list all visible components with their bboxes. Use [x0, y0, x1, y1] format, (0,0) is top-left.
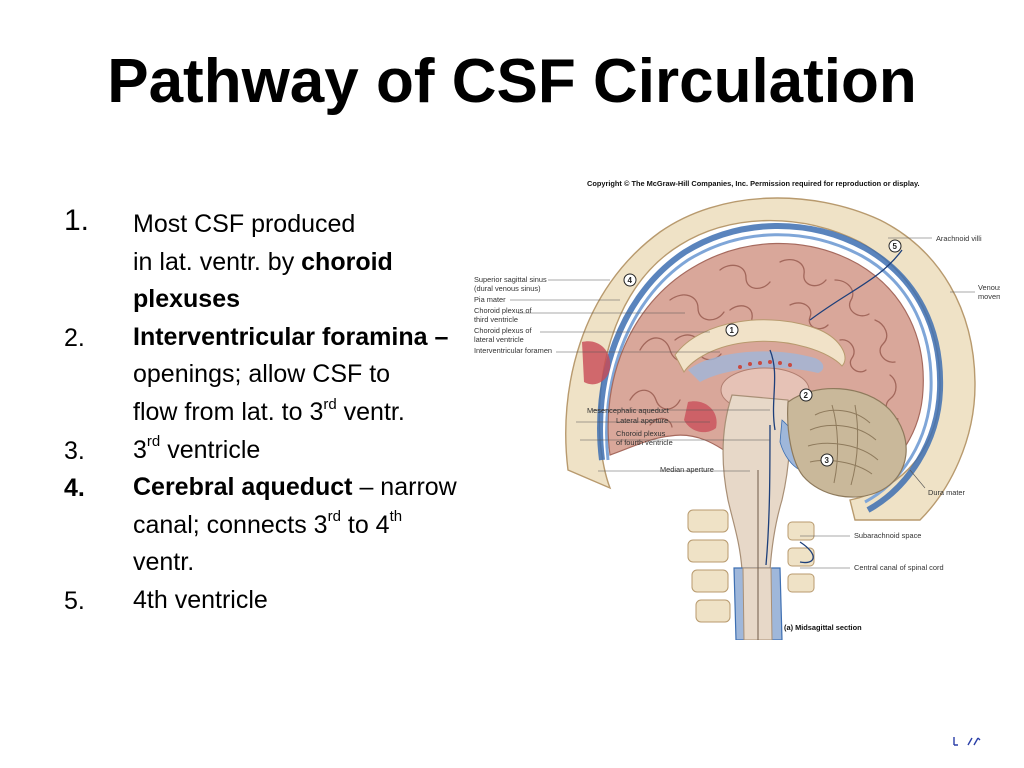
label-dura-mater: Dura mater — [928, 488, 966, 497]
label-venous-fluid-1: Venous fluid — [978, 283, 1000, 292]
lateral-ventricle — [688, 351, 824, 382]
brainstem — [722, 394, 791, 571]
choroid-plexus-dots — [738, 360, 792, 369]
marker-4-label: 4 — [628, 276, 633, 285]
leader-lines — [510, 237, 975, 569]
list-number-5: 5. — [64, 586, 85, 615]
list-5-line-1: 4th ventricle — [133, 585, 268, 614]
list-4-line-1: Cerebral aqueduct – narrow — [133, 473, 457, 502]
cerebellum-folia — [807, 404, 879, 486]
figure-caption: (a) Midsagittal section — [784, 623, 862, 632]
label-central-canal: Central canal of spinal cord — [854, 563, 944, 572]
label-superior-sagittal-sinus: Superior sagittal sinus — [474, 275, 547, 284]
figure-copyright: Copyright © The McGraw-Hill Companies, I… — [587, 179, 920, 188]
slide-nav-control[interactable] — [946, 734, 986, 748]
list-4-line-3: ventr. — [133, 548, 195, 577]
slide-nav-icon[interactable] — [946, 734, 986, 748]
csf-flow-arrows — [765, 249, 903, 566]
list-item-3: 3. 3rd ventricle — [64, 432, 524, 470]
brain-illustration: Copyright © The McGraw-Hill Companies, I… — [474, 179, 1000, 640]
label-mesencephalic-aqueduct: Mesencephalic aqueduct — [587, 406, 669, 415]
list-1-line-3: plexuses — [133, 285, 241, 314]
list-item-2: 2. Interventricular foramina – openings;… — [64, 319, 524, 432]
slide-title: Pathway of CSF Circulation — [107, 47, 917, 116]
marker-5 — [888, 239, 902, 253]
list-number-2: 2. — [64, 323, 85, 352]
marker-4 — [623, 273, 637, 287]
label-choroid-fourth-2: of fourth ventricle — [616, 438, 673, 447]
label-median-aperture: Median aperture — [660, 465, 714, 474]
label-choroid-third-2: third ventricle — [474, 315, 518, 324]
vertebrae — [687, 509, 815, 623]
label-choroid-third-1: Choroid plexus of — [474, 306, 532, 315]
marker-3-label: 3 — [825, 456, 830, 465]
list-1-line-2: in lat. ventr. by choroid — [133, 247, 393, 276]
marker-1 — [725, 323, 739, 337]
marker-1-label: 1 — [730, 326, 735, 335]
label-dural-venous-sinus: (dural venous sinus) — [474, 284, 541, 293]
cerebellum — [787, 387, 907, 498]
arachnoid-layer — [605, 233, 933, 504]
label-venous-fluid-2: movement — [978, 292, 1000, 301]
label-choroid-lateral-1: Choroid plexus of — [474, 326, 532, 335]
list-4-line-2: canal; connects 3rd to 4th — [133, 508, 403, 539]
list-number-1: 1. — [64, 204, 90, 237]
list-item-4: 4. Cerebral aqueduct – narrow canal; con… — [64, 469, 524, 582]
list-number-3: 3. — [64, 436, 85, 465]
list-2-line-3: flow from lat. to 3rd ventr. — [133, 395, 405, 426]
marker-2 — [799, 388, 813, 402]
list-2-line-2: openings; allow CSF to — [133, 360, 391, 389]
label-choroid-lateral-2: lateral ventricle — [474, 335, 524, 344]
dura-layer — [597, 223, 944, 513]
marker-2-label: 2 — [804, 391, 809, 400]
corpus-callosum — [674, 319, 846, 373]
list-1-line-1: Most CSF produced — [133, 210, 356, 238]
marker-3 — [820, 453, 834, 467]
label-pia-mater: Pia mater — [474, 295, 506, 304]
brain-midsagittal-figure: Copyright © The McGraw-Hill Companies, I… — [470, 170, 1000, 640]
csf-pathway-list: 1. Most CSF produced in lat. ventr. by c… — [64, 204, 524, 620]
label-interventricular-foramen: Interventricular foramen — [474, 346, 552, 355]
label-arachnoid-villi: Arachnoid villi — [936, 234, 982, 243]
label-lateral-aperture: Lateral aperture — [616, 416, 668, 425]
list-number-4: 4. — [64, 474, 85, 503]
list-item-1: 1. Most CSF produced in lat. ventr. by c… — [64, 204, 524, 319]
label-subarachnoid-space: Subarachnoid space — [854, 531, 921, 540]
pathway-markers: 1 2 3 4 5 — [623, 239, 902, 467]
label-choroid-fourth-1: Choroid plexus — [616, 429, 666, 438]
list-2-line-1: Interventricular foramina – — [133, 322, 449, 351]
marker-5-label: 5 — [893, 242, 898, 251]
list-3-line-1: 3rd ventricle — [133, 433, 261, 464]
list-item-5: 5. 4th ventricle — [64, 582, 524, 620]
sphenoid-region — [684, 401, 717, 433]
